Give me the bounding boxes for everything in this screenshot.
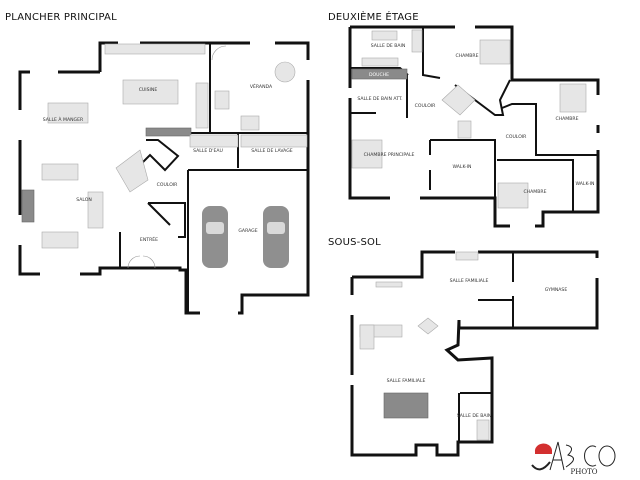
bed-icon: [497, 182, 529, 209]
room-label-salle-familiale: SALLE FAMILIALE: [450, 278, 489, 284]
room-label-entree: ENTRÉE: [140, 235, 158, 243]
room-label-salle-a-manger: SALLE À MANGER: [43, 116, 84, 123]
room-label-salon: SALON: [76, 197, 92, 203]
room-label-chambre: CHAMBRE: [523, 189, 546, 195]
upper-floor-plan: [348, 25, 600, 228]
bed-icon: [479, 39, 511, 65]
room-label-salle-de-bain: SALLE DE BAIN: [371, 43, 406, 49]
upper-floor-title: DEUXIÈME ÉTAGE: [328, 12, 419, 23]
bed-icon: [559, 83, 587, 113]
pool-table-icon: [383, 392, 429, 419]
room-label-veranda: VÉRANDA: [250, 82, 273, 90]
car-icon: [263, 206, 289, 268]
room-label-salle-de-bain-att: SALLE DE BAIN ATT.: [357, 96, 402, 102]
room-label-cuisine: CUISINE: [139, 87, 158, 93]
room-label-couloir: COULOIR: [157, 182, 179, 188]
room-label-salle-de-lavage: SALLE DE LAVAGE: [251, 148, 293, 154]
main-floor-plan: [18, 41, 310, 315]
room-label-walk-in: WALK-IN: [453, 164, 472, 170]
room-label-chambre: CHAMBRE: [555, 116, 578, 122]
veranda-table: [274, 61, 296, 83]
room-label-garage: GARAGE: [238, 228, 257, 234]
upper-exterior-wall: [348, 25, 600, 228]
basement-title: SOUS-SOL: [328, 237, 381, 248]
abco-photo-logo: PHOTO: [531, 441, 616, 476]
room-label-couloir: COULOIR: [415, 103, 437, 109]
basement-plan: [350, 250, 599, 457]
room-label-salle-de-bain: SALLE DE BAIN: [457, 413, 492, 419]
kitchen-island: [122, 79, 179, 105]
bed-icon: [351, 139, 383, 169]
room-label-chambre: CHAMBRE: [455, 53, 478, 59]
svg-text:PHOTO: PHOTO: [571, 468, 598, 476]
room-label-couloir: COULOIR: [506, 134, 528, 140]
santa-hat-icon: [534, 443, 552, 454]
room-label-chambre-principale: CHAMBRE PRINCIPALE: [364, 152, 415, 158]
room-label-salle-familiale: SALLE FAMILIALE: [387, 378, 426, 384]
main-floor-title: PLANCHER PRINCIPAL: [5, 12, 117, 23]
room-label-douche: DOUCHE: [369, 72, 389, 78]
room-label-gymnase: GYMNASE: [545, 287, 568, 293]
room-label-walk-in: WALK-IN: [576, 181, 595, 187]
room-label-salle-deau: SALLE D'EAU: [193, 148, 223, 154]
car-icon: [202, 206, 228, 268]
dining-table: [47, 102, 89, 124]
